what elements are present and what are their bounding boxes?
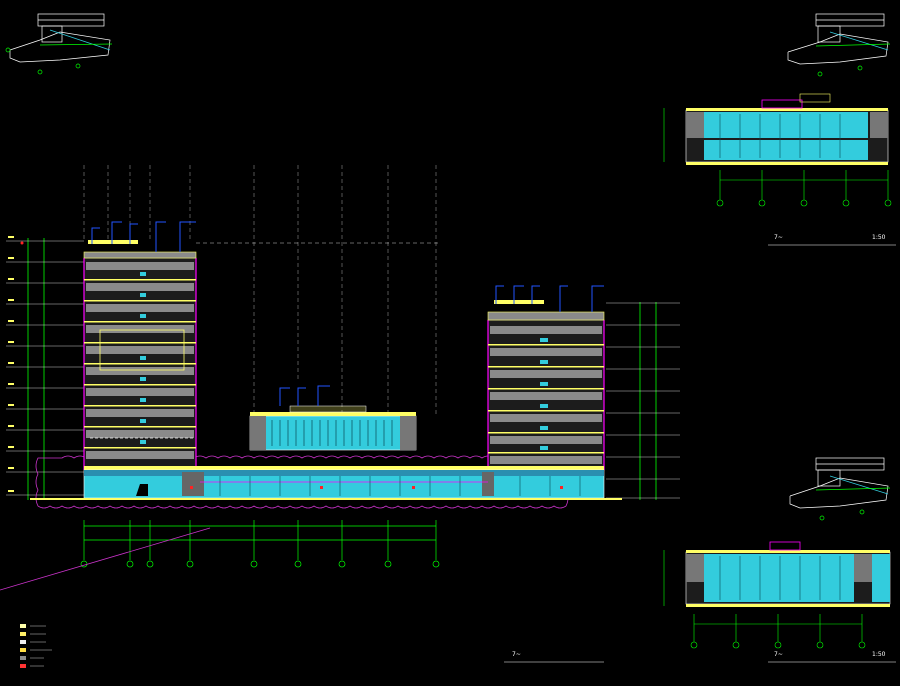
key-plan-icon [789, 457, 891, 521]
elevation-top-right-title: 7~ [774, 234, 783, 241]
scale-text: 1:50 [872, 234, 886, 241]
bottom-title: 7~ [512, 651, 521, 658]
elevation-top-right-scale: 1:50 [872, 234, 885, 241]
leader-line [0, 527, 211, 591]
elevation-bottom-right-scale: 1:50 [872, 651, 885, 658]
right-tower [487, 285, 605, 471]
level-markers-right [606, 302, 680, 500]
left-tower [83, 221, 440, 470]
elevation-title-text: 7~ [774, 651, 783, 658]
level-markers-left [6, 236, 84, 500]
middle-block [249, 385, 417, 451]
key-plan-icon [5, 13, 113, 75]
elevation-bottom-right-title: 7~ [774, 651, 783, 658]
podium [30, 466, 622, 500]
key-plan-icon [787, 13, 891, 77]
legend [20, 624, 52, 668]
elevation-title-text: 7~ [774, 234, 783, 241]
revision-cloud [35, 455, 569, 509]
elevation-top-right [663, 93, 896, 246]
vertical-guides [83, 165, 437, 415]
elevation-bottom-right [663, 541, 896, 663]
scale-text: 1:50 [872, 651, 886, 658]
bottom-title-text: 7~ [512, 651, 521, 658]
axis-grid [80, 520, 440, 568]
